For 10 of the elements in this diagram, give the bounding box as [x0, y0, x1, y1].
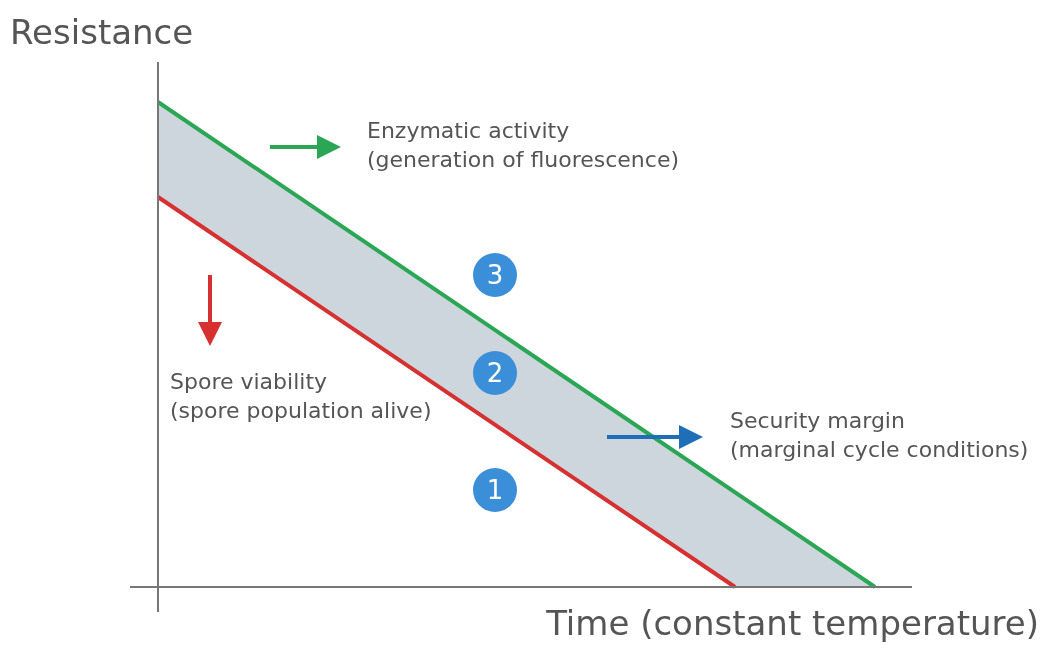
annotation-text: Spore viability [170, 369, 328, 396]
callout-number: 1 [473, 468, 517, 512]
axis-title: Time (constant temperature) [546, 603, 1039, 644]
annotation-text: Security margin [730, 408, 905, 435]
callout-number: 3 [473, 253, 517, 297]
annotation-text: (generation of fluorescence) [367, 147, 680, 174]
annotation-text: Enzymatic activity [367, 118, 570, 145]
annotation-text: (marginal cycle conditions) [730, 437, 1029, 464]
annotation-text: (spore population alive) [170, 398, 432, 425]
axis-title: Resistance [10, 12, 194, 53]
